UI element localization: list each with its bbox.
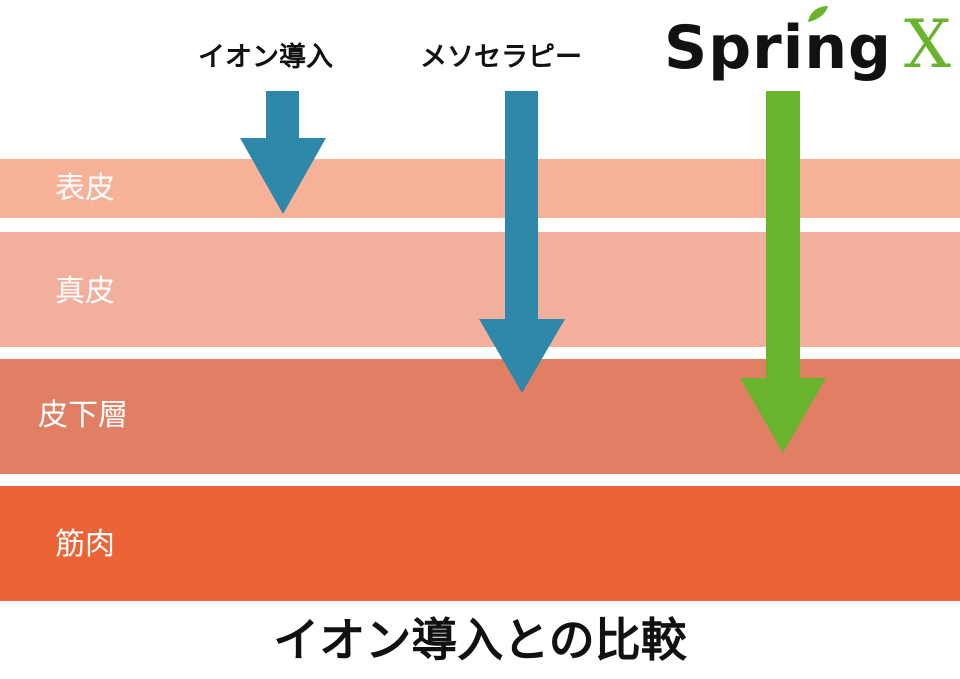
logo-suffix: X bbox=[904, 6, 951, 83]
layer-label-dermis: 真皮 bbox=[55, 274, 115, 309]
springx-logo: Spring X bbox=[664, 2, 960, 86]
column-label-meso: メソセラピー bbox=[420, 42, 582, 73]
layer-muscle: 筋肉 bbox=[0, 486, 960, 601]
arrow-meso bbox=[479, 91, 565, 393]
layer-label-epidermis: 表皮 bbox=[55, 171, 115, 206]
layer-label-subcutaneous: 皮下層 bbox=[38, 398, 128, 433]
column-label-ion: イオン導入 bbox=[198, 42, 333, 73]
page-title: イオン導入との比較 bbox=[273, 613, 687, 667]
layer-label-muscle: 筋肉 bbox=[55, 527, 115, 562]
logo-text: Spring bbox=[664, 13, 892, 83]
leaf-icon bbox=[808, 6, 828, 22]
arrow-ion bbox=[240, 91, 326, 214]
arrow-springx bbox=[740, 91, 826, 453]
